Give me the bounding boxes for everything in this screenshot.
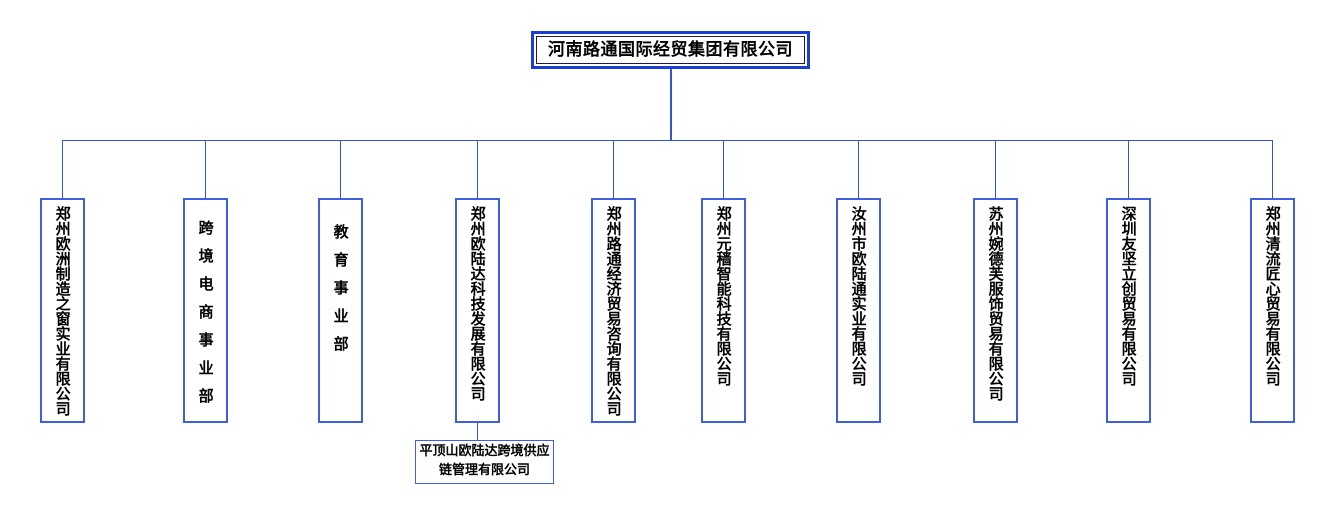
org-node-child-10[interactable]: 郑州清流匠心贸易有限公司: [1250, 198, 1295, 423]
connector-drop-1: [62, 140, 63, 198]
org-node-child-3[interactable]: 教育事业部: [318, 198, 363, 423]
connector-drop-4: [477, 140, 478, 198]
org-node-child-4-label: 郑州欧陆达科技发展有限公司: [468, 206, 487, 401]
org-node-child-6[interactable]: 郑州元穑智能科技有限公司: [701, 198, 746, 423]
org-node-child-9-label: 深圳友坚立创贸易有限公司: [1119, 206, 1138, 386]
connector-drop-3: [340, 140, 341, 198]
connector-drop-6: [723, 140, 724, 198]
org-node-sub-1[interactable]: 平顶山欧陆达跨境供应链管理有限公司: [415, 440, 554, 484]
org-node-child-5-label: 郑州路通经济贸易咨询有限公司: [604, 206, 623, 416]
org-node-child-8[interactable]: 苏州婉德芙服饰贸易有限公司: [973, 198, 1018, 423]
connector-drop-7: [858, 140, 859, 198]
org-node-sub-1-label: 平顶山欧陆达跨境供应链管理有限公司: [419, 444, 550, 478]
org-node-child-7-label: 汝州市欧陆通实业有限公司: [849, 206, 868, 386]
connector-horizontal-bus: [62, 140, 1273, 141]
org-node-child-10-label: 郑州清流匠心贸易有限公司: [1263, 206, 1282, 386]
connector-child4-to-subnode: [477, 423, 478, 440]
connector-drop-9: [1128, 140, 1129, 198]
connector-drop-8: [995, 140, 996, 198]
org-node-child-2-label: 跨境电商事业部: [196, 220, 215, 416]
org-node-child-1[interactable]: 郑州欧洲制造之窗实业有限公司: [40, 198, 85, 423]
org-node-child-8-label: 苏州婉德芙服饰贸易有限公司: [986, 206, 1005, 401]
org-node-child-1-label: 郑州欧洲制造之窗实业有限公司: [53, 206, 72, 416]
org-node-child-2[interactable]: 跨境电商事业部: [183, 198, 228, 423]
org-node-child-9[interactable]: 深圳友坚立创贸易有限公司: [1106, 198, 1151, 423]
org-node-root[interactable]: 河南路通国际经贸集团有限公司: [531, 31, 810, 69]
connector-root-stem: [670, 69, 672, 140]
connector-drop-5: [613, 140, 614, 198]
org-node-child-5[interactable]: 郑州路通经济贸易咨询有限公司: [591, 198, 636, 423]
org-node-child-6-label: 郑州元穑智能科技有限公司: [714, 206, 733, 386]
org-node-child-7[interactable]: 汝州市欧陆通实业有限公司: [836, 198, 881, 423]
connector-drop-2: [205, 140, 206, 198]
org-node-child-3-label: 教育事业部: [331, 224, 350, 364]
connector-drop-10: [1272, 140, 1273, 198]
root-node-label: 河南路通国际经贸集团有限公司: [548, 39, 793, 60]
org-node-child-4[interactable]: 郑州欧陆达科技发展有限公司: [455, 198, 500, 423]
root-node-inner-border: 河南路通国际经贸集团有限公司: [536, 36, 805, 64]
